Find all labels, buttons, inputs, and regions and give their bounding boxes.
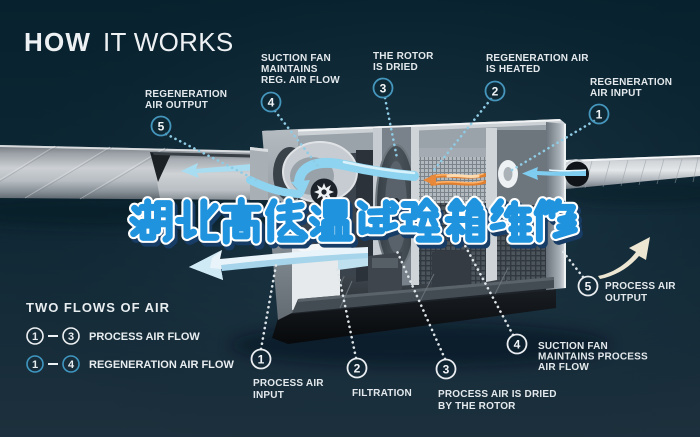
svg-text:2: 2 [354,362,361,376]
svg-text:1: 1 [32,359,38,371]
svg-text:FILTRATION: FILTRATION [352,388,412,399]
svg-text:1: 1 [596,108,603,122]
svg-text:4: 4 [68,359,75,371]
svg-text:REG. AIR FLOW: REG. AIR FLOW [261,75,340,86]
svg-text:THE ROTOR: THE ROTOR [373,51,434,62]
svg-text:REGENERATION: REGENERATION [145,89,227,100]
svg-text:TWO FLOWS OF AIR: TWO FLOWS OF AIR [26,300,170,315]
svg-text:3: 3 [380,82,387,96]
svg-text:3: 3 [443,363,450,377]
svg-text:SUCTION FAN: SUCTION FAN [538,341,608,352]
svg-text:PROCESS AIR: PROCESS AIR [253,378,324,389]
svg-text:REGENERATION AIR: REGENERATION AIR [486,53,589,64]
svg-text:AIR FLOW: AIR FLOW [538,362,589,373]
svg-text:IT WORKS: IT WORKS [103,27,233,57]
svg-text:IS DRIED: IS DRIED [373,62,418,73]
svg-text:PROCESS AIR: PROCESS AIR [605,281,676,292]
svg-text:MAINTAINS PROCESS: MAINTAINS PROCESS [538,352,648,363]
svg-text:MAINTAINS: MAINTAINS [261,64,318,75]
svg-text:1: 1 [258,353,265,367]
svg-text:AIR INPUT: AIR INPUT [590,88,642,99]
svg-text:BY THE ROTOR: BY THE ROTOR [438,401,516,412]
svg-text:INPUT: INPUT [253,390,284,401]
svg-text:4: 4 [514,338,521,352]
svg-text:4: 4 [268,96,275,110]
svg-text:SUCTION FAN: SUCTION FAN [261,53,331,64]
svg-text:5: 5 [585,280,592,294]
svg-text:2: 2 [492,85,499,99]
svg-text:REGENERATION: REGENERATION [590,77,672,88]
svg-text:REGENERATION AIR FLOW: REGENERATION AIR FLOW [89,359,234,371]
svg-text:IS HEATED: IS HEATED [486,64,540,75]
svg-text:3: 3 [68,331,74,343]
svg-text:5: 5 [158,120,165,134]
svg-text:PROCESS AIR IS DRIED: PROCESS AIR IS DRIED [438,389,557,400]
svg-text:HOW: HOW [24,27,91,57]
svg-text:AIR OUTPUT: AIR OUTPUT [145,100,208,111]
svg-text:PROCESS AIR FLOW: PROCESS AIR FLOW [89,331,200,343]
svg-text:OUTPUT: OUTPUT [605,293,647,304]
svg-text:1: 1 [32,331,38,343]
